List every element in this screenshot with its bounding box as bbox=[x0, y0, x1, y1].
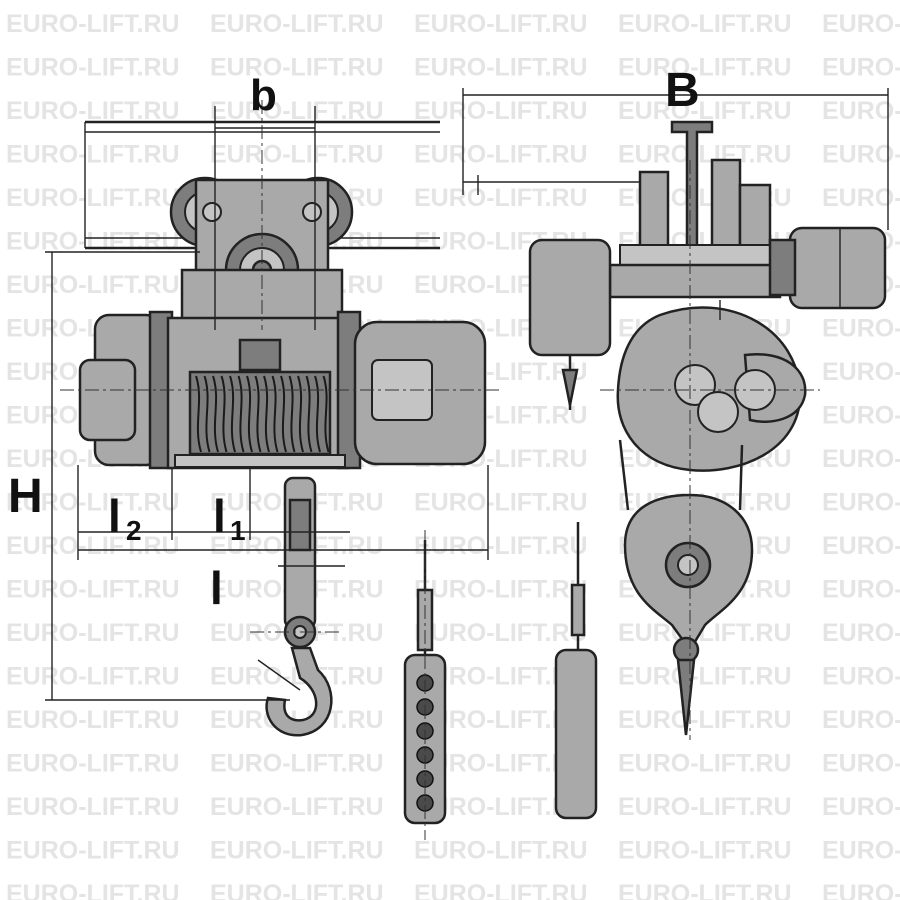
watermark-text: EURO-LIFT.RU bbox=[414, 837, 588, 865]
watermark-text: EURO-LIFT.RU bbox=[6, 228, 180, 256]
watermark-text: EURO-LIFT.RU bbox=[618, 837, 792, 865]
watermark-text: EURO-LIFT.RU bbox=[6, 663, 180, 691]
watermark-text: EURO-LIFT.RU bbox=[6, 141, 180, 169]
watermark-text: EURO-LIFT.RU bbox=[414, 141, 588, 169]
watermark-text: EURO-LIFT.RU bbox=[6, 489, 180, 517]
watermark-text: EURO-LIFT.RU bbox=[822, 706, 900, 734]
watermark-text: EURO-LIFT.RU bbox=[210, 10, 384, 38]
watermark-text: EURO-LIFT.RU bbox=[822, 445, 900, 473]
watermark-text: EURO-LIFT.RU bbox=[414, 97, 588, 125]
watermark-text: EURO-LIFT.RU bbox=[822, 619, 900, 647]
watermark-text: EURO-LIFT.RU bbox=[6, 54, 180, 82]
watermark-text: EURO-LIFT.RU bbox=[414, 619, 588, 647]
rope-winding bbox=[246, 375, 253, 453]
watermark-text: EURO-LIFT.RU bbox=[6, 837, 180, 865]
watermark-text: EURO-LIFT.RU bbox=[822, 402, 900, 430]
hook-block bbox=[257, 476, 333, 737]
watermark-text: EURO-LIFT.RU bbox=[618, 750, 792, 778]
watermark-text: EURO-LIFT.RU bbox=[822, 793, 900, 821]
watermark-text: EURO-LIFT.RU bbox=[822, 489, 900, 517]
front-view bbox=[45, 100, 500, 840]
dim-label-B: B bbox=[665, 64, 700, 117]
side-view bbox=[462, 88, 889, 820]
watermark-text: EURO-LIFT.RU bbox=[414, 184, 588, 212]
dim-label-H: H bbox=[8, 470, 43, 523]
rope-windings bbox=[195, 375, 330, 453]
watermark-text: EURO-LIFT.RU bbox=[6, 97, 180, 125]
watermark-text: EURO-LIFT.RU bbox=[414, 54, 588, 82]
watermark-text: EURO-LIFT.RU bbox=[6, 576, 180, 604]
rope-winding bbox=[271, 375, 279, 453]
watermark-text: EURO-LIFT.RU bbox=[618, 141, 792, 169]
dim-label-l2-main: l bbox=[108, 490, 121, 542]
dimension-lines-front bbox=[45, 106, 489, 701]
dim-label-l: l bbox=[210, 562, 223, 614]
watermark-text: EURO-LIFT.RU bbox=[414, 880, 588, 900]
watermark-text: EURO-LIFT.RU bbox=[210, 54, 384, 82]
watermark-text: EURO-LIFT.RU bbox=[822, 880, 900, 900]
watermark-text: EURO-LIFT.RU bbox=[6, 619, 180, 647]
dim-label-l1-sub: 1 bbox=[230, 515, 246, 546]
rope-winding bbox=[297, 375, 304, 453]
rope-winding bbox=[288, 375, 296, 453]
rope-winding bbox=[229, 375, 236, 453]
dim-label-l1-main: l bbox=[213, 490, 226, 542]
rope-winding bbox=[220, 375, 228, 453]
watermark-text: EURO-LIFT.RU bbox=[414, 576, 588, 604]
watermark-text: EURO-LIFT.RU bbox=[210, 97, 384, 125]
watermark-text: EURO-LIFT.RU bbox=[822, 750, 900, 778]
rope-winding bbox=[280, 375, 287, 453]
watermark-text: EURO-LIFT.RU bbox=[618, 880, 792, 900]
watermark-text: EURO-LIFT.RU bbox=[210, 880, 384, 900]
watermark-text: EURO-LIFT.RU bbox=[822, 97, 900, 125]
watermark-text: EURO-LIFT.RU bbox=[6, 271, 180, 299]
watermark-text: EURO-LIFT.RU bbox=[6, 750, 180, 778]
watermark-text: EURO-LIFT.RU bbox=[210, 837, 384, 865]
watermark-text: EURO-LIFT.RU bbox=[822, 141, 900, 169]
watermark-text: EURO-LIFT.RU bbox=[822, 358, 900, 386]
watermark-text: EURO-LIFT.RU bbox=[6, 793, 180, 821]
rope-winding bbox=[254, 375, 262, 453]
watermark-text: EURO-LIFT.RU bbox=[822, 184, 900, 212]
watermark-text: EURO-LIFT.RU bbox=[822, 663, 900, 691]
watermark-text: EURO-LIFT.RU bbox=[822, 576, 900, 604]
rope-winding bbox=[212, 375, 219, 453]
watermark-text: EURO-LIFT.RU bbox=[822, 315, 900, 343]
watermark-text: EURO-LIFT.RU bbox=[414, 532, 588, 560]
watermark-text: EURO-LIFT.RU bbox=[210, 750, 384, 778]
rope-winding bbox=[314, 375, 321, 453]
rope-winding bbox=[263, 375, 270, 453]
watermark-text: EURO-LIFT.RU bbox=[822, 54, 900, 82]
dim-label-l2-sub: 2 bbox=[126, 515, 142, 546]
watermark-text: EURO-LIFT.RU bbox=[822, 10, 900, 38]
rope-winding bbox=[203, 375, 211, 453]
watermark-text: EURO-LIFT.RU bbox=[822, 532, 900, 560]
watermark-text: EURO-LIFT.RU bbox=[618, 97, 792, 125]
watermark-text: EURO-LIFT.RU bbox=[6, 532, 180, 560]
watermark-text: EURO-LIFT.RU bbox=[6, 706, 180, 734]
hoist-housing bbox=[78, 268, 487, 470]
watermark-text: EURO-LIFT.RU bbox=[6, 880, 180, 900]
watermark-text: EURO-LIFT.RU bbox=[618, 10, 792, 38]
watermark-text: EURO-LIFT.RU bbox=[618, 54, 792, 82]
watermark-text: EURO-LIFT.RU bbox=[210, 793, 384, 821]
watermark-text: EURO-LIFT.RU bbox=[822, 837, 900, 865]
watermark-text: EURO-LIFT.RU bbox=[618, 706, 792, 734]
watermark-text: EURO-LIFT.RU bbox=[6, 184, 180, 212]
rope-winding bbox=[322, 375, 330, 453]
dim-label-b: b bbox=[250, 71, 277, 120]
watermark-text: EURO-LIFT.RU bbox=[414, 489, 588, 517]
rope-winding bbox=[195, 375, 202, 453]
rope-winding bbox=[305, 375, 313, 453]
watermark-text: EURO-LIFT.RU bbox=[618, 663, 792, 691]
watermark-text: EURO-LIFT.RU bbox=[414, 10, 588, 38]
watermark-text: EURO-LIFT.RU bbox=[6, 10, 180, 38]
rope-winding bbox=[237, 375, 245, 453]
watermark-text: EURO-LIFT.RU bbox=[618, 793, 792, 821]
watermark-text: EURO-LIFT.RU bbox=[210, 141, 384, 169]
